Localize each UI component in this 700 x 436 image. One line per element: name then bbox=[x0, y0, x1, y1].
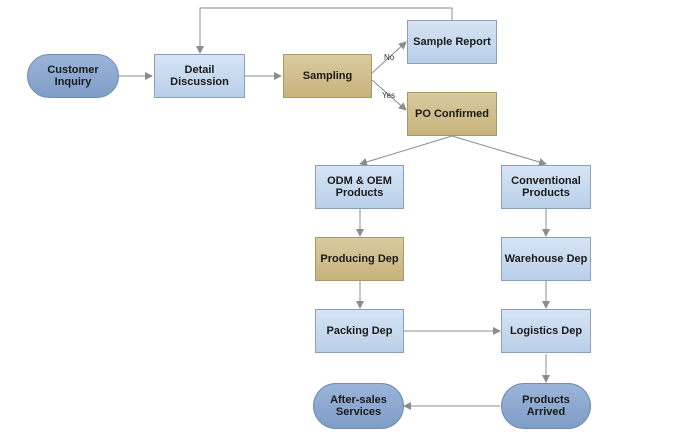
node-po-confirmed[interactable]: PO Confirmed bbox=[407, 92, 497, 136]
node-products-arrived[interactable]: Products Arrived bbox=[501, 383, 591, 429]
node-conventional-products[interactable]: Conventional Products bbox=[501, 165, 591, 209]
node-packing-dep-label: Packing Dep bbox=[326, 325, 393, 337]
node-sample-report-label: Sample Report bbox=[413, 36, 491, 48]
node-warehouse-dep-label: Warehouse Dep bbox=[504, 253, 588, 265]
node-odm-oem-products-label: ODM & OEM Products bbox=[327, 175, 392, 199]
edge-po-to-odm bbox=[359, 135, 453, 166]
edge-po-to-conventional bbox=[451, 135, 547, 166]
edge-label-yes: Yes bbox=[382, 91, 396, 100]
node-detail-discussion[interactable]: Detail Discussion bbox=[154, 54, 245, 98]
node-po-confirmed-label: PO Confirmed bbox=[415, 108, 489, 120]
node-odm-oem-products[interactable]: ODM & OEM Products bbox=[315, 165, 404, 209]
node-detail-discussion-label: Detail Discussion bbox=[170, 64, 229, 88]
edge-label-no: No bbox=[384, 53, 395, 62]
node-producing-dep[interactable]: Producing Dep bbox=[315, 237, 404, 281]
node-conventional-products-label: Conventional Products bbox=[511, 175, 581, 199]
edge-sampling-to-report bbox=[371, 41, 407, 74]
node-customer-inquiry[interactable]: Customer Inquiry bbox=[27, 54, 119, 98]
node-warehouse-dep[interactable]: Warehouse Dep bbox=[501, 237, 591, 281]
node-sampling-label: Sampling bbox=[302, 70, 353, 82]
node-sample-report[interactable]: Sample Report bbox=[407, 20, 497, 64]
node-products-arrived-label: Products Arrived bbox=[522, 394, 570, 418]
node-packing-dep[interactable]: Packing Dep bbox=[315, 309, 404, 353]
node-customer-inquiry-label: Customer Inquiry bbox=[47, 64, 99, 88]
node-sampling[interactable]: Sampling bbox=[283, 54, 372, 98]
node-logistics-dep[interactable]: Logistics Dep bbox=[501, 309, 591, 353]
node-logistics-dep-label: Logistics Dep bbox=[509, 325, 583, 337]
edge-sample-report-loop bbox=[196, 7, 453, 54]
node-after-sales-services-label: After-sales Services bbox=[330, 394, 387, 418]
node-producing-dep-label: Producing Dep bbox=[320, 253, 399, 265]
edge-sampling-to-po bbox=[371, 79, 407, 111]
node-after-sales-services[interactable]: After-sales Services bbox=[313, 383, 404, 429]
